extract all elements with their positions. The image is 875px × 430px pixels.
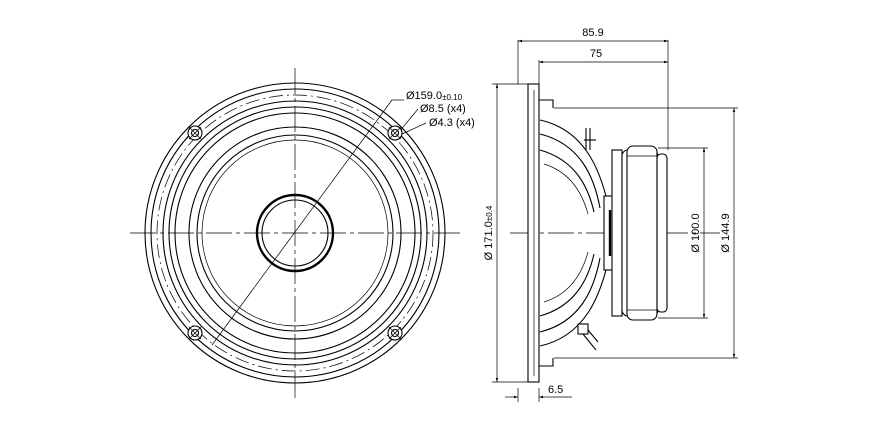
dim-mount-depth: 75 xyxy=(590,48,602,60)
mount-bracket xyxy=(611,149,623,317)
callout-hole-small: Ø4.3 (x4) xyxy=(429,117,475,129)
mount-hole-tr xyxy=(387,125,403,141)
terminal-bottom xyxy=(577,323,599,351)
bolt-circle xyxy=(156,94,434,372)
basket-upper-outer xyxy=(539,119,609,205)
front-flange xyxy=(527,83,540,383)
flange-step-top xyxy=(539,99,554,108)
basket-upper-mid xyxy=(539,133,601,209)
basket-lower-inner xyxy=(539,253,595,317)
cone-edge xyxy=(196,134,394,332)
basket-lower-rib xyxy=(543,251,589,303)
magnet-rear xyxy=(656,153,668,313)
hole-leader-a xyxy=(398,108,419,133)
dim-flange-thickness: 6.5 xyxy=(548,384,563,396)
dim-overall-depth: 85.9 xyxy=(582,27,603,39)
dim-cutout-diameter: Ø 144.9 xyxy=(720,213,732,252)
dim-outer-diameter: Ø 171.0±0.4 xyxy=(483,205,495,260)
side-view: 85.9 75 6.5 Ø 171.0±0.4 Ø 100.0 Ø 144.9 xyxy=(483,27,738,402)
basket-lower-outer xyxy=(539,261,609,347)
basket-upper-rib xyxy=(543,163,589,215)
basket-upper-inner xyxy=(539,149,595,213)
callout-outer-diameter: Ø159.0±0.10 xyxy=(406,90,463,102)
hole-leader-b xyxy=(401,122,427,135)
mount-hole-br xyxy=(387,325,403,341)
dim-magnet-diameter: Ø 100.0 xyxy=(690,213,702,252)
mount-hole-tl xyxy=(187,125,203,141)
callout-hole-large: Ø8.5 (x4) xyxy=(420,103,466,115)
mount-hole-bl xyxy=(187,325,203,341)
diameter-leader xyxy=(211,99,393,346)
basket-lower-mid xyxy=(539,257,601,333)
terminal-top xyxy=(584,128,596,150)
front-view: Ø159.0±0.10 Ø8.5 (x4) Ø4.3 (x4) xyxy=(130,68,475,398)
magnet-outline xyxy=(626,145,658,321)
flange-step-bottom xyxy=(539,358,554,367)
